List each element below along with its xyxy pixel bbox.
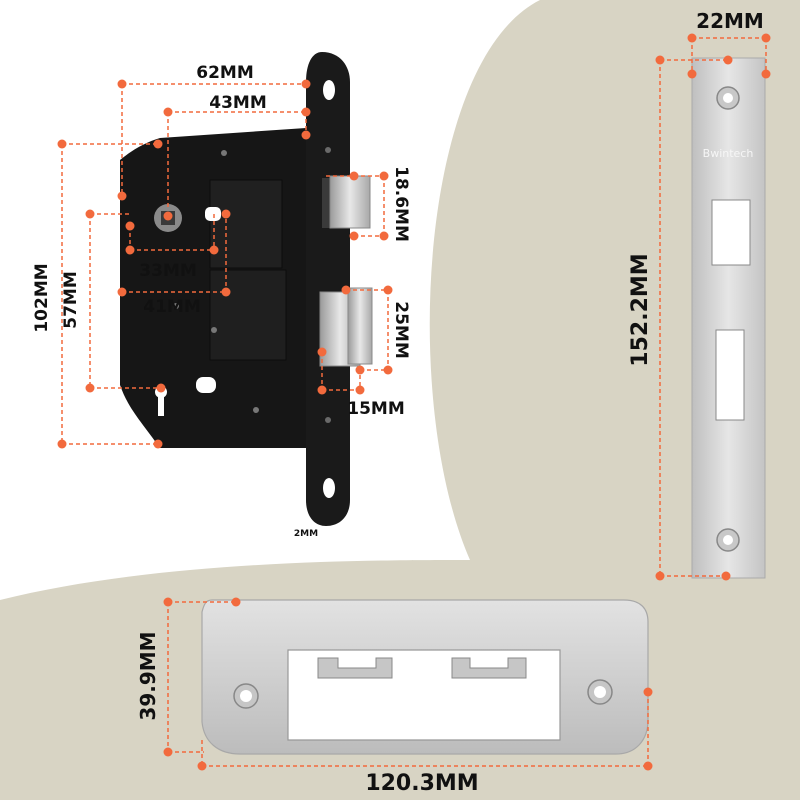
dimension-endpoints (57, 33, 771, 771)
deadbolt (319, 287, 373, 367)
dim-label-25mm: 25MM (391, 301, 411, 359)
mortise-faceplate (306, 52, 350, 526)
dim-label-41mm: 41MM (143, 297, 201, 317)
faceplate-top-hole (323, 80, 335, 100)
strike-plate (201, 599, 649, 755)
dim-label-43mm: 43MM (209, 93, 267, 113)
dim-label-18-6mm: 18.6MM (391, 166, 411, 242)
dimension-lines (61, 37, 767, 767)
dim-label-22mm: 22MM (696, 9, 764, 33)
dim-label-39-9mm: 39.9MM (136, 631, 160, 720)
mortise-lock (120, 52, 350, 526)
dim-label-2mm: 2MM (294, 529, 318, 539)
brand-watermark: Bwintech (703, 147, 754, 160)
latch-bolt (322, 175, 371, 229)
dim-label-120-3mm: 120.3MM (365, 771, 478, 796)
dim-label-15mm: 15MM (347, 399, 405, 419)
faceplate-bottom-hole (323, 478, 335, 498)
dim-label-33mm: 33MM (139, 261, 197, 281)
faceplate-vertical: Bwintech (691, 57, 766, 579)
dim-label-62mm: 62MM (196, 63, 254, 83)
dim-label-57mm: 57MM (61, 271, 81, 329)
dim-label-152-2mm: 152.2MM (628, 253, 653, 366)
dim-label-102mm: 102MM (32, 263, 52, 332)
